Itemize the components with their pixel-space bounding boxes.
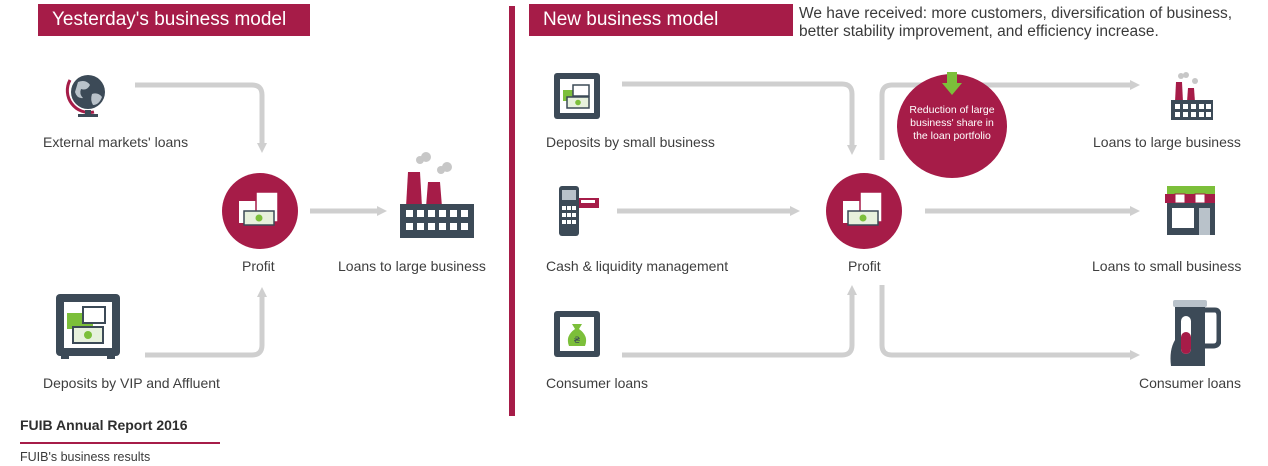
output-large-loans-label: Loans to large business	[1093, 134, 1241, 150]
right-header: New business model	[529, 4, 793, 36]
arrow-profit-to-consumer-loans	[879, 285, 1140, 360]
output-large-business-label: Loans to large business	[338, 258, 486, 274]
profit-label-right: Profit	[848, 258, 881, 274]
profit-hub-right	[826, 173, 902, 249]
safe-icon	[56, 294, 120, 359]
source-consumer-loans-label: Consumer loans	[546, 375, 648, 391]
source-vip-deposits-label: Deposits by VIP and Affluent	[43, 375, 220, 391]
arrow-profit-to-large-loans	[879, 80, 1140, 160]
factory-icon	[400, 152, 474, 238]
arrow-vip-to-profit	[145, 287, 267, 358]
source-external-markets-label: External markets' loans	[43, 134, 189, 150]
kettle-icon	[1170, 300, 1221, 366]
output-small-loans-label: Loans to small business	[1092, 258, 1242, 274]
money-bag-safe-icon: ₴	[554, 311, 600, 357]
cash-terminal-icon	[559, 186, 599, 236]
factory-small-icon	[1171, 72, 1213, 120]
footer-title: FUIB Annual Report 2016	[20, 417, 188, 433]
profit-label-left: Profit	[242, 258, 275, 274]
left-header: Yesterday's business model	[38, 4, 310, 36]
footer-rule	[20, 442, 220, 444]
reduction-note-text: Reduction of large business' share in th…	[909, 104, 995, 142]
profit-hub-left	[222, 173, 298, 249]
source-cash-liquidity-label: Cash & liquidity management	[546, 258, 729, 274]
safe-small-icon	[554, 73, 600, 119]
shop-icon	[1165, 186, 1215, 235]
globe-icon	[65, 75, 105, 117]
arrow-small-deposits-to-profit	[622, 81, 857, 155]
arrow-consumer-to-profit	[622, 285, 857, 358]
panel-divider	[509, 6, 515, 416]
footer-subtitle: FUIB's business results	[20, 450, 151, 464]
arrow-external-to-profit	[135, 82, 267, 153]
results-headline: We have received: more customers, divers…	[799, 5, 1233, 40]
down-arrow-icon	[942, 72, 962, 95]
output-consumer-loans-label: Consumer loans	[1139, 375, 1241, 391]
source-small-deposits-label: Deposits by small business	[546, 134, 715, 150]
svg-text:₴: ₴	[574, 336, 581, 346]
